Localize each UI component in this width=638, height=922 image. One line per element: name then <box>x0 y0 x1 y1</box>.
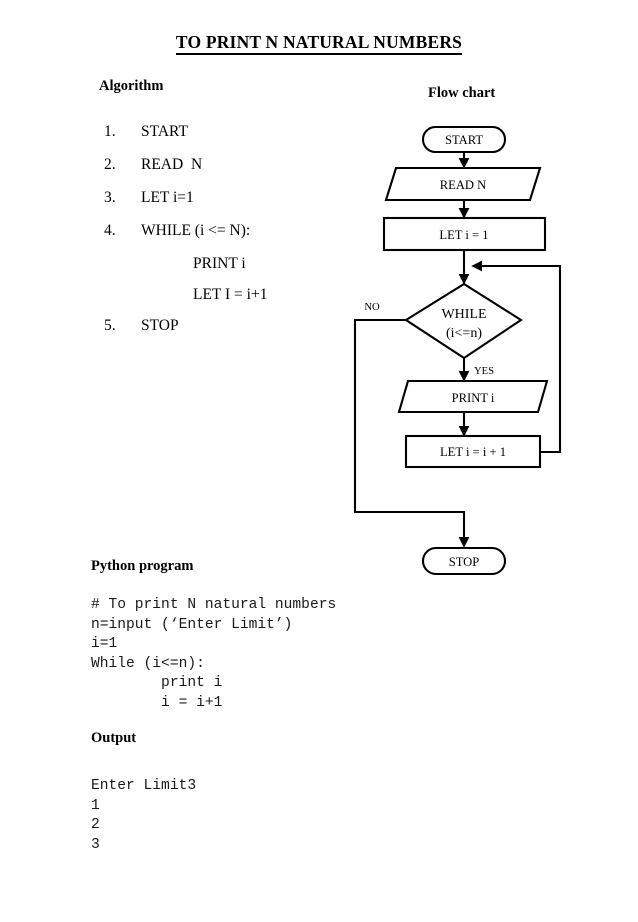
page-title: TO PRINT N NATURAL NUMBERS <box>0 32 638 55</box>
list-item-number: 3. <box>104 189 116 206</box>
output-heading: Output <box>91 730 137 746</box>
list-item-number: 2. <box>104 156 116 173</box>
flowchart-node-read: READ N <box>384 166 542 202</box>
flowchart-node-let-init: LET i = 1 <box>382 216 547 252</box>
list-item: 2. READ N <box>104 157 394 190</box>
branch-label-no: NO <box>364 302 380 313</box>
python-program-code: # To print N natural numbers n=input (‘E… <box>91 597 337 711</box>
flowchart-node-read-label: READ N <box>440 178 487 192</box>
list-item-number: 1. <box>104 123 116 140</box>
flowchart-node-start-label: START <box>445 133 483 147</box>
algorithm-heading: Algorithm <box>99 78 164 94</box>
flowchart-node-stop: STOP <box>421 546 507 576</box>
list-item-number: 5. <box>104 317 116 334</box>
flowchart-node-print: PRINT i <box>397 379 549 414</box>
list-item-label: START <box>141 123 188 140</box>
flowchart-node-start: START <box>421 125 507 154</box>
flowchart-node-stop-label: STOP <box>449 555 480 569</box>
list-sub-item-label: LET I = i+1 <box>193 286 268 303</box>
flowchart-heading: Flow chart <box>428 85 496 101</box>
flowchart-node-increment-label: LET i = i + 1 <box>440 445 506 459</box>
list-sub-item: LET I = i+1 <box>104 287 394 318</box>
output-text: Enter Limit3 1 2 3 <box>91 778 197 853</box>
list-item: 3. LET i=1 <box>104 190 394 223</box>
flowchart-node-increment: LET i = i + 1 <box>404 434 542 469</box>
list-item-label: STOP <box>141 317 179 334</box>
list-item-number: 4. <box>104 222 116 239</box>
list-item: 4. WHILE (i <= N): <box>104 223 394 256</box>
flowchart-node-while-label-line2: (i<=n) <box>446 326 482 341</box>
algorithm-list: 1. START 2. READ N 3. LET i=1 4. WHILE (… <box>104 124 394 351</box>
branch-label-yes: YES <box>474 366 494 377</box>
list-item-label: READ N <box>141 156 203 173</box>
list-item: 5. STOP <box>104 318 394 351</box>
flowchart-diagram: START READ N LET i = 1 WHILE (i<=n) NO Y <box>340 118 590 588</box>
list-sub-item: PRINT i <box>104 256 394 287</box>
python-program-heading: Python program <box>91 558 194 574</box>
page-title-text: TO PRINT N NATURAL NUMBERS <box>175 32 463 55</box>
list-item-label: LET i=1 <box>141 189 194 206</box>
list-item: 1. START <box>104 124 394 157</box>
list-sub-item-label: PRINT i <box>193 255 246 272</box>
flowchart-node-print-label: PRINT i <box>452 391 495 405</box>
flowchart-node-let-init-label: LET i = 1 <box>439 228 488 242</box>
flowchart-node-while-label-line1: WHILE <box>441 307 486 322</box>
list-item-label: WHILE (i <= N): <box>141 222 251 239</box>
connector-no-branch-to-stop <box>353 318 470 548</box>
connector-loop-back <box>471 260 562 454</box>
flowchart-node-while: WHILE (i<=n) <box>404 282 523 360</box>
